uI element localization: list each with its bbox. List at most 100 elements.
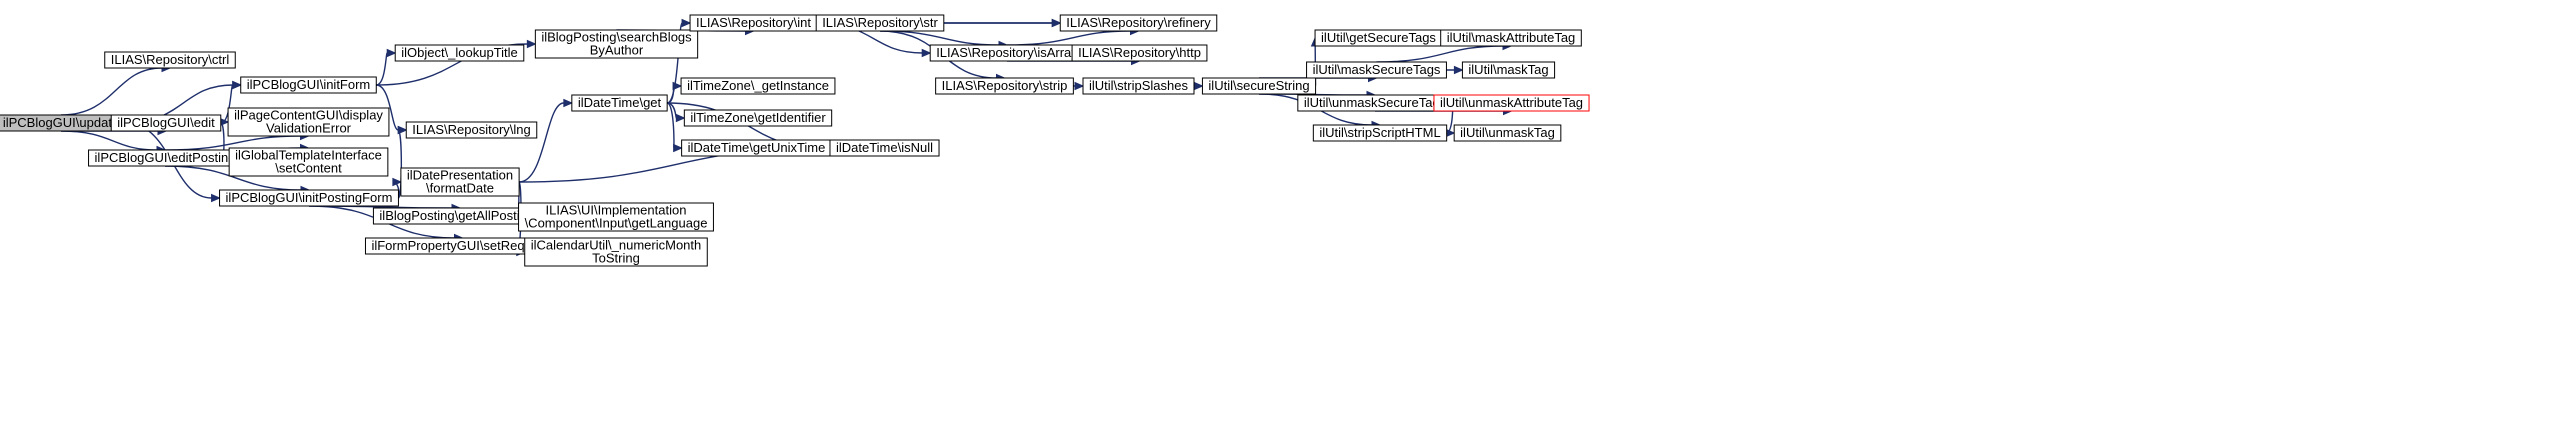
node-label: ilDateTime\getUnixTime	[688, 140, 826, 155]
node-editposting[interactable]: ilPCBlogGUI\editPosting	[88, 149, 242, 167]
node-datepres[interactable]: ilDatePresentation\formatDate	[400, 167, 520, 197]
node-globaltpl[interactable]: ilGlobalTemplateInterface\setContent	[228, 147, 389, 177]
node-box	[228, 147, 389, 177]
node-label: ILIAS\Repository\refinery	[1066, 15, 1211, 30]
node-int[interactable]: ILIAS\Repository\int	[689, 14, 818, 32]
node-label: ILIAS\Repository\http	[1078, 45, 1201, 60]
node-box	[110, 114, 222, 132]
node-maskattributetag[interactable]: ilUtil\maskAttributeTag	[1440, 29, 1582, 47]
node-getlanguage[interactable]: ILIAS\UI\Implementation\Component\Input\…	[518, 202, 714, 232]
node-lookuptitle[interactable]: ilObject\_lookupTitle	[394, 44, 525, 62]
node-box	[1461, 61, 1556, 79]
node-box	[680, 77, 836, 95]
node-box	[518, 202, 714, 232]
node-edit[interactable]: ilPCBlogGUI\edit	[110, 114, 222, 132]
node-box	[1440, 29, 1582, 47]
node-ctrl[interactable]: ILIAS\Repository\ctrl	[104, 51, 236, 69]
node-box	[104, 51, 236, 69]
node-securestring[interactable]: ilUtil\secureString	[1201, 77, 1317, 95]
node-box	[1453, 124, 1562, 142]
node-box	[571, 94, 668, 112]
node-label: ilUtil\stripScriptHTML	[1319, 125, 1440, 140]
node-label: ILIAS\Repository\lng	[412, 122, 531, 137]
node-box	[219, 189, 399, 207]
node-label: ilUtil\stripSlashes	[1089, 78, 1188, 93]
node-isnull[interactable]: ilDateTime\isNull	[829, 139, 940, 157]
node-label: ilFormPropertyGUI\setRequired	[371, 238, 553, 253]
node-getidentifier[interactable]: ilTimeZone\getIdentifier	[683, 109, 833, 127]
node-label: ilUtil\unmaskAttributeTag	[1440, 95, 1583, 110]
node-label: ilDateTime\isNull	[836, 140, 933, 155]
node-label: ilDatePresentation	[407, 168, 513, 183]
node-label: ilPCBlogGUI\edit	[117, 115, 215, 130]
node-label: ilBlogPosting\searchBlogs	[541, 30, 692, 45]
edge-str-to-refinery	[943, 18, 1062, 28]
node-stripslashes[interactable]: ilUtil\stripSlashes	[1082, 77, 1195, 95]
node-label: ILIAS\Repository\strip	[942, 78, 1068, 93]
node-box	[1059, 14, 1218, 32]
node-box	[534, 29, 699, 59]
node-box	[524, 237, 708, 267]
node-label: \formatDate	[426, 181, 494, 196]
node-initform[interactable]: ilPCBlogGUI\initForm	[240, 76, 377, 94]
node-label: ilBlogPosting\getAllPostings	[379, 208, 541, 223]
node-getinstance[interactable]: ilTimeZone\_getInstance	[680, 77, 836, 95]
node-box	[227, 107, 390, 137]
node-box	[1071, 44, 1208, 62]
node-update[interactable]: ilPCBlogGUI\update	[0, 114, 126, 132]
node-label: ilObject\_lookupTitle	[401, 45, 518, 60]
node-http[interactable]: ILIAS\Repository\http	[1071, 44, 1208, 62]
node-label: ByAuthor	[590, 43, 644, 58]
node-label: ilUtil\secureString	[1208, 78, 1309, 93]
node-box	[1312, 124, 1448, 142]
node-getsecuretags[interactable]: ilUtil\getSecureTags	[1314, 29, 1443, 47]
edge-masksecuretags-to-masktag	[1446, 65, 1464, 75]
node-label: ilPCBlogGUI\initPostingForm	[226, 190, 393, 205]
node-stripscripthtml[interactable]: ilUtil\stripScriptHTML	[1312, 124, 1448, 142]
edge-datetimeget-to-getinstance	[666, 81, 683, 104]
node-lng[interactable]: ILIAS\Repository\lng	[405, 121, 538, 139]
node-refinery[interactable]: ILIAS\Repository\refinery	[1059, 14, 1218, 32]
node-strip[interactable]: ILIAS\Repository\strip	[935, 77, 1074, 95]
node-getallpostings[interactable]: ilBlogPosting\getAllPostings	[372, 207, 548, 225]
node-box	[1201, 77, 1317, 95]
node-box	[829, 139, 940, 157]
node-datetimeget[interactable]: ilDateTime\get	[571, 94, 668, 112]
node-setrequired[interactable]: ilFormPropertyGUI\setRequired	[364, 237, 561, 255]
node-unmasktag[interactable]: ilUtil\unmaskTag	[1453, 124, 1562, 142]
node-isarray[interactable]: ILIAS\Repository\isArray	[929, 44, 1085, 62]
node-box	[1433, 94, 1590, 112]
node-label: ilUtil\maskSecureTags	[1313, 62, 1441, 77]
edge-datepres-to-datetimeget	[519, 98, 574, 183]
node-box	[815, 14, 945, 32]
node-box	[1306, 61, 1447, 79]
node-str[interactable]: ILIAS\Repository\str	[815, 14, 945, 32]
edge-stripslashes-to-securestring	[1193, 81, 1204, 91]
node-masksecuretags[interactable]: ilUtil\maskSecureTags	[1306, 61, 1447, 79]
node-label: ilTimeZone\_getInstance	[687, 78, 829, 93]
node-box	[1082, 77, 1195, 95]
node-box	[394, 44, 525, 62]
node-unmaskattributetag[interactable]: ilUtil\unmaskAttributeTag	[1433, 94, 1590, 112]
node-label: ilUtil\getSecureTags	[1321, 30, 1436, 45]
node-initpostingform[interactable]: ilPCBlogGUI\initPostingForm	[219, 189, 399, 207]
node-label: ilUtil\unmaskSecureTags	[1304, 95, 1447, 110]
node-box	[683, 109, 833, 127]
node-label: ilUtil\unmaskTag	[1460, 125, 1555, 140]
node-box	[400, 167, 520, 197]
node-label: \setContent	[275, 161, 342, 176]
node-unmasksecuretags[interactable]: ilUtil\unmaskSecureTags	[1297, 94, 1453, 112]
node-label: ilUtil\maskAttributeTag	[1447, 30, 1576, 45]
node-label: ilPCBlogGUI\initForm	[247, 77, 371, 92]
node-getunixtime[interactable]: ilDateTime\getUnixTime	[681, 139, 832, 157]
node-box	[240, 76, 377, 94]
node-masktag[interactable]: ilUtil\maskTag	[1461, 61, 1556, 79]
node-label: ValidationError	[266, 121, 352, 136]
edge-strip-to-stripslashes	[1073, 81, 1085, 91]
node-label: ilGlobalTemplateInterface	[235, 148, 382, 163]
node-label: ilPageContentGUI\display	[234, 108, 383, 123]
